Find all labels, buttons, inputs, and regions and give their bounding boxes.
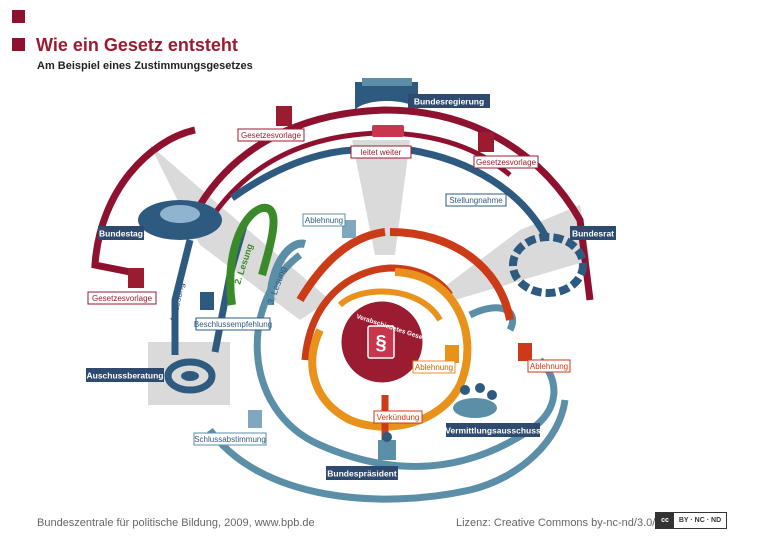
path-red-outer	[197, 106, 594, 301]
label-auschussberatung-bg	[86, 368, 164, 382]
label-gesetzesvorlage-left: Gesetzesvorlage	[92, 294, 153, 303]
label-leitet-weiter: leitet weiter	[361, 148, 402, 157]
label-bundesregierung-bg	[408, 94, 490, 108]
vermittlungsausschuss-icon	[453, 383, 497, 418]
label-vermittlungsausschuss: Vermittlungsausschuss	[445, 426, 541, 436]
path-blue-lesung	[171, 239, 194, 355]
label-bundespraesident: Bundespräsident	[327, 469, 397, 479]
path-blue-stellungnahme	[409, 146, 549, 237]
page-subtitle: Am Beispiel eines Zustimmungsgesetzes	[37, 60, 253, 72]
label-beschlussempfehlung: Beschlussempfehlung	[194, 320, 272, 329]
label-verkuendung-bg	[373, 410, 423, 424]
brand-square-top	[12, 10, 25, 23]
label-ablehnung-center-bg	[412, 360, 456, 374]
path-orange-inner	[337, 288, 443, 322]
label-bundesregierung: Bundesregierung	[414, 97, 484, 107]
label-gesetzesvorlage-top-right: Gesetzesvorlage	[476, 158, 537, 167]
label-schlussabstimmung: Schlussabstimmung	[194, 435, 266, 444]
path-teal-outer	[253, 252, 558, 470]
label-ablehnung-right: Ablehnung	[530, 362, 568, 371]
document-icons	[128, 106, 532, 428]
label-gesetzesvorlage-top-left-bg	[237, 128, 305, 142]
label-bundestag: Bundestag	[99, 229, 143, 239]
cc-badge-text: BY · NC · ND	[678, 517, 722, 524]
label-gesetzesvorlage-top-right-bg	[473, 155, 539, 169]
label-auschussberatung: Auschussberatung	[87, 371, 164, 381]
bundestag-icon	[138, 200, 222, 240]
footer-credit: Bundeszentrale für politische Bildung, 2…	[37, 517, 315, 529]
paragraph-icon: §	[375, 332, 386, 354]
label-leitet-weiter-bg	[350, 145, 412, 159]
auschussberatung-icon	[164, 358, 216, 394]
cc-icon: cc	[656, 513, 674, 528]
path-orange-ring	[308, 268, 472, 431]
label-bundesrat: Bundesrat	[572, 229, 614, 239]
page-title: Wie ein Gesetz entsteht	[36, 35, 238, 55]
label-stellungnahme: Stellungnahme	[449, 196, 503, 205]
label-beschlussempfehlung-bg	[195, 317, 271, 331]
label-vermittlungsausschuss-bg	[446, 423, 540, 437]
label-ablehnung-top-bg	[302, 213, 346, 227]
brand-square-title	[12, 38, 25, 51]
bundesregierung-icon	[355, 78, 418, 137]
label-ablehnung-top: Ablehnung	[305, 216, 343, 225]
label-bundesrat-bg	[570, 226, 616, 240]
path-teal-bottom	[207, 399, 569, 503]
label-boxes: Bundesregierung leitet weiter Gesetzesvo…	[86, 94, 616, 480]
label-schlussabstimmung-bg	[193, 432, 267, 446]
label-gesetzesvorlage-top-left: Gesetzesvorlage	[241, 131, 302, 140]
label-ablehnung-right-bg	[527, 359, 571, 373]
label-verkuendung: Verkündung	[377, 413, 420, 422]
label-bundestag-bg	[98, 226, 144, 240]
path-red-left	[91, 126, 196, 276]
label-gesetzesvorlage-left-bg	[87, 291, 157, 305]
cc-license-badge: cc BY · NC · ND	[655, 512, 727, 529]
footer-license: Lizenz: Creative Commons by-nc-nd/3.0/de	[456, 517, 668, 529]
bundespraesident-icon	[378, 432, 396, 460]
label-bundespraesident-bg	[326, 466, 398, 480]
bundesrat-icon	[509, 233, 587, 297]
label-stellungnahme-bg	[445, 193, 507, 207]
label-ablehnung-center: Ablehnung	[415, 363, 453, 372]
label-lesung-1: 1. Lesung	[168, 282, 186, 323]
path-redorange-ring	[296, 228, 514, 321]
path-green-lesung	[226, 203, 278, 306]
